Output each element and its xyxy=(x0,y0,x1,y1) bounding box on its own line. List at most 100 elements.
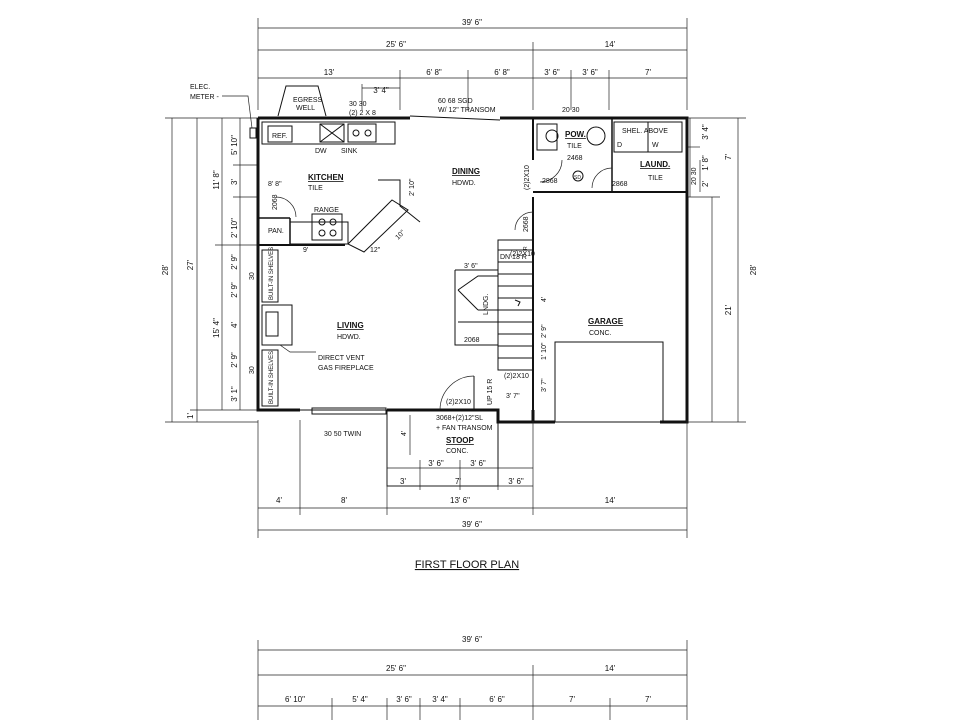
dim-overall-top: 39' 6" xyxy=(462,18,482,27)
egress-label-2: WELL xyxy=(296,105,315,112)
door-2868-laund: 2868 xyxy=(612,181,628,188)
door-2468: 2468 xyxy=(567,155,583,162)
shelf-label: SHEL. ABOVE xyxy=(622,128,668,135)
second-floor-dimensions xyxy=(257,640,688,720)
dryer-label: D xyxy=(617,142,622,149)
sink-label: SINK xyxy=(341,148,358,155)
dw-label: DW xyxy=(315,148,327,155)
dim-top-7: 3' 4" xyxy=(373,86,389,95)
dim-bottom-b2: 8' xyxy=(341,496,347,505)
dim-left-k3: 2' 10" xyxy=(230,218,239,238)
built-in-shelves xyxy=(261,249,293,407)
range-label: RANGE xyxy=(314,207,339,214)
dim-right-c: 1' 8" xyxy=(701,155,710,171)
sf-dim-b: 5' 4" xyxy=(352,695,368,704)
stair-down-label: DN 13 R xyxy=(500,254,527,261)
dim-bottom-b1: 4' xyxy=(276,496,282,505)
sf-dim-right: 14' xyxy=(605,664,616,673)
header-2x10-stair: (2)2X10 xyxy=(510,251,535,258)
kitchen-dim-12: 12" xyxy=(370,247,381,254)
fireplace-label-2: GAS FIREPLACE xyxy=(318,365,374,372)
left-dimensions xyxy=(165,117,258,423)
powder-fixtures xyxy=(536,121,683,153)
right-dimensions xyxy=(687,117,746,423)
door-2068-closet: 2068 xyxy=(464,337,480,344)
sf-dim-a: 6' 10" xyxy=(285,695,305,704)
kitchen-label: KITCHEN xyxy=(308,173,344,182)
living-label: LIVING xyxy=(337,321,364,330)
sf-dim-left: 25' 6" xyxy=(386,664,406,673)
pow-floor: TILE xyxy=(567,143,582,150)
pow-label: POW. xyxy=(565,130,586,139)
header-2x10-lower: (2)2X10 xyxy=(504,373,529,380)
twin-window xyxy=(311,407,387,415)
sf-dim-f: 7' xyxy=(569,695,575,704)
window-30-upper: 30 xyxy=(249,272,256,280)
egress-well xyxy=(277,85,327,117)
stair-dim-1-10: 1' 10" xyxy=(541,342,548,360)
dim-bottom-s5: 3' 6" xyxy=(470,459,486,468)
stair-dim-3-6: 3' 6" xyxy=(464,263,478,270)
sf-dim-g: 7' xyxy=(645,695,651,704)
sf-dim-e: 6' 6" xyxy=(489,695,505,704)
pantry-label: PAN. xyxy=(268,228,284,235)
laund-floor: TILE xyxy=(648,175,663,182)
stoop-label: STOOP xyxy=(446,436,475,445)
dim-bottom-b4: 14' xyxy=(605,496,616,505)
dining-label: DINING xyxy=(452,167,480,176)
window-2030-laund: 20 30 xyxy=(691,167,698,185)
twin-window-label: 30 50 TWIN xyxy=(324,431,361,438)
dim-bottom-overall: 39' 6" xyxy=(462,520,482,529)
kitchen-floor: TILE xyxy=(308,185,323,192)
r-label: R xyxy=(523,246,529,250)
dim-top-5: 3' 6" xyxy=(582,68,598,77)
dim-bottom-b3: 13' 6" xyxy=(450,496,470,505)
garage-label: GARAGE xyxy=(588,317,624,326)
kitchen-dim-9: 9' xyxy=(303,247,308,254)
dim-right-outer: 28' xyxy=(749,264,758,275)
stair-up-label: UP 15 R xyxy=(487,379,494,405)
sgd-label: 60 68 SGD xyxy=(438,98,473,105)
dim-top-1: 13' xyxy=(324,68,335,77)
dim-left-l4: 2' 9" xyxy=(230,352,239,368)
dim-top-6: 7' xyxy=(645,68,651,77)
fireplace-leader xyxy=(279,344,316,353)
dim-top-2: 6' 8" xyxy=(426,68,442,77)
header-2x10-entry: (2)2X10 xyxy=(446,399,471,406)
stairs xyxy=(454,239,534,371)
bottom-dimensions xyxy=(257,420,688,538)
dim-left-l6: 1' xyxy=(186,413,195,419)
meter-label: METER - xyxy=(190,94,219,101)
stoop-dim-4: 4' xyxy=(401,431,408,436)
kitchen-dim-2-10: 2' 10" xyxy=(409,178,416,196)
laund-door-swing xyxy=(591,167,613,189)
dining-floor: HDWD. xyxy=(452,180,476,187)
sf-dim-d: 3' 4" xyxy=(432,695,448,704)
dim-top-left: 25' 6" xyxy=(386,40,406,49)
builtin-shelves-upper: BUILT-IN SHELVES xyxy=(269,247,275,300)
dim-top-4: 3' 6" xyxy=(544,68,560,77)
dim-bottom-s3: 3' 6" xyxy=(508,477,524,486)
meter-box xyxy=(249,127,257,139)
entry-transom-label: + FAN TRANSOM xyxy=(436,425,493,432)
kitchen-counters xyxy=(261,121,421,253)
stair-dim-3-7: 3' 7" xyxy=(541,378,548,392)
window-2030-pow: 20 30 xyxy=(562,107,580,114)
stoop-floor: CONC. xyxy=(446,448,469,455)
entry-door-swing xyxy=(439,375,475,411)
meter-leader xyxy=(222,95,253,129)
dim-left-mid: 27' xyxy=(186,259,195,270)
window-30-lower: 30 xyxy=(249,366,256,374)
fireplace-label-1: DIRECT VENT xyxy=(318,355,365,362)
dim-left-upper: 11' 8" xyxy=(212,170,221,190)
dim-bottom-s2: 7' xyxy=(455,477,461,486)
stair-dim-4: 4' xyxy=(541,297,548,302)
door-2868-pow: 2868 xyxy=(542,178,558,185)
header-2x10-dining: (2)2X10 xyxy=(524,165,531,190)
washer-label: W xyxy=(652,142,659,149)
dim-left-outer: 28' xyxy=(161,264,170,275)
sf-dim-overall: 39' 6" xyxy=(462,635,482,644)
ref-label: REF. xyxy=(272,133,287,140)
dim-bottom-s4: 3' 6" xyxy=(428,459,444,468)
